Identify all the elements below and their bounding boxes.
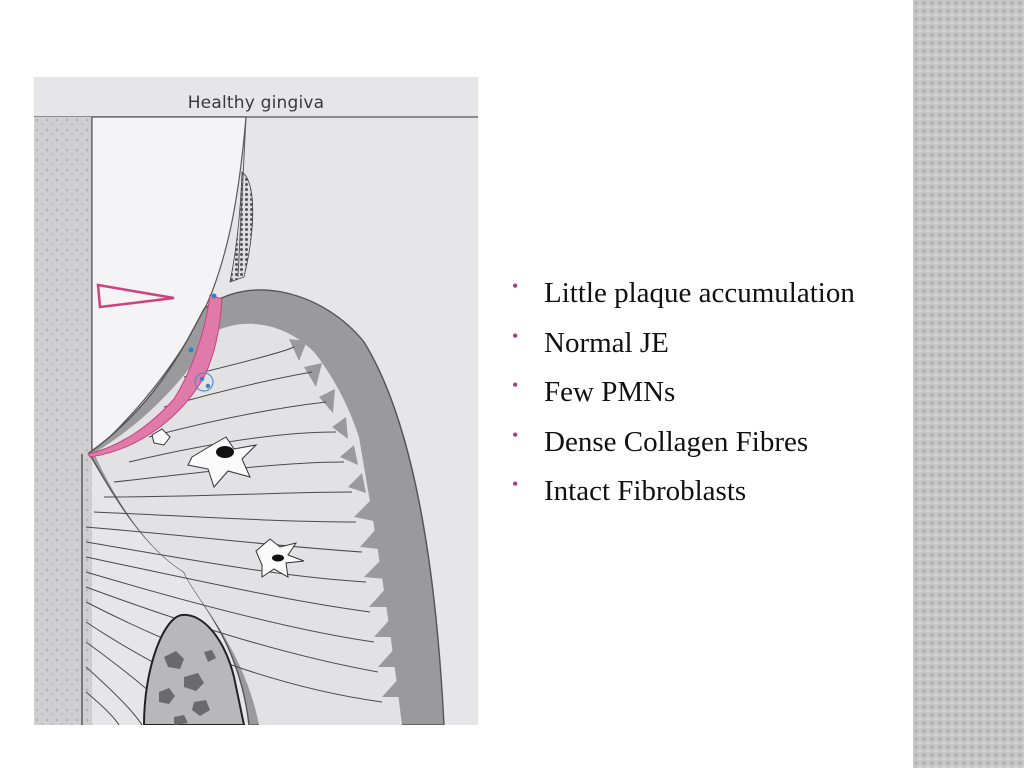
pmn-cells bbox=[188, 293, 217, 389]
gingiva-figure: Healthy gingiva bbox=[34, 77, 478, 725]
gingival-crevice-triangle bbox=[96, 283, 175, 309]
bullet-dot-icon: • bbox=[512, 424, 519, 445]
bullet-item: • Dense Collagen Fibres bbox=[510, 421, 910, 471]
bullet-item: • Few PMNs bbox=[510, 371, 910, 421]
bullet-dot-icon: • bbox=[512, 276, 519, 296]
bullet-text: Normal JE bbox=[544, 326, 669, 359]
bullet-item: • Little plaque accumulation bbox=[510, 272, 910, 322]
bullet-list: • Little plaque accumulation • Normal JE… bbox=[510, 272, 910, 520]
tooth-enamel bbox=[91, 116, 247, 456]
bullet-dot-icon: • bbox=[512, 474, 519, 494]
bullet-dot-icon: • bbox=[512, 325, 519, 346]
connective-tissue bbox=[94, 323, 402, 725]
gingiva-illustration bbox=[34, 116, 478, 725]
bullet-text: Few PMNs bbox=[544, 376, 676, 408]
decorative-side-strip bbox=[913, 0, 1024, 768]
small-cell bbox=[151, 428, 171, 446]
bullet-item: • Normal JE bbox=[510, 322, 910, 372]
bullet-dot-icon: • bbox=[512, 375, 519, 395]
bullet-text: Little plaque accumulation bbox=[544, 277, 855, 309]
root-dentin bbox=[34, 117, 92, 725]
junctional-epithelium bbox=[87, 294, 223, 458]
pmn-outline bbox=[194, 372, 214, 392]
fibroblast bbox=[187, 436, 258, 488]
bullet-text: Dense Collagen Fibres bbox=[544, 425, 809, 458]
figure-caption: Healthy gingiva bbox=[187, 93, 325, 113]
bullet-item: • Intact Fibroblasts bbox=[510, 470, 910, 520]
bullet-text: Intact Fibroblasts bbox=[544, 475, 747, 507]
plaque-deposit bbox=[229, 171, 254, 283]
